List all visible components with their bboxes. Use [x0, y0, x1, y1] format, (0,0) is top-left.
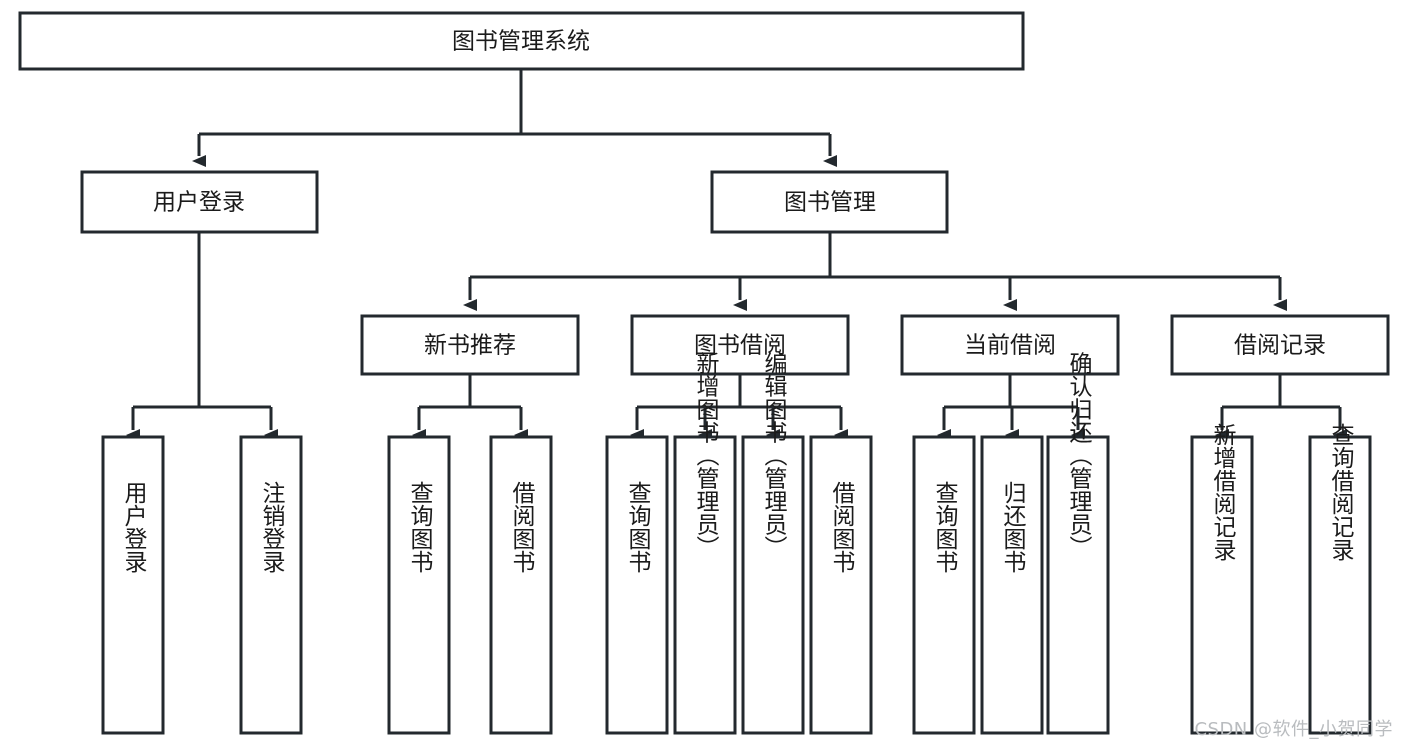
node-user-login[interactable]: 用户登录: [80, 170, 319, 234]
node-leaf-user-login-label: 用户登录: [120, 481, 148, 573]
node-leaf-logout[interactable]: 注销登录: [239, 435, 303, 735]
connector-userlogin-to-leaves: [126, 232, 278, 441]
node-leaf-confirm-return[interactable]: 确认归还（管理员）: [1046, 352, 1110, 735]
node-borrow-record[interactable]: 借阅记录: [1170, 314, 1390, 376]
csdn-watermark: CSDN @软件_小贺同学: [1194, 719, 1393, 740]
node-leaf-query-book-2-label: 查询图书: [624, 481, 652, 573]
node-leaf-add-book-label: 新增图书（管理员）: [692, 352, 720, 559]
node-leaf-borrow-book-2-label: 借阅图书: [828, 481, 856, 573]
node-book-borrow-label: 图书借阅: [694, 333, 786, 359]
connector-currentborrow-to-leaves: [937, 374, 1085, 441]
node-leaf-add-record[interactable]: 新增借阅记录: [1190, 423, 1254, 735]
node-leaf-edit-book-label: 编辑图书（管理员）: [760, 352, 788, 559]
node-book-borrow[interactable]: 图书借阅: [630, 314, 850, 376]
node-leaf-user-login[interactable]: 用户登录: [101, 435, 165, 735]
node-leaf-query-record[interactable]: 查询借阅记录: [1308, 423, 1372, 735]
node-leaf-borrow-book-1-label: 借阅图书: [508, 481, 536, 573]
node-root-label: 图书管理系统: [452, 29, 590, 55]
node-leaf-query-record-label: 查询借阅记录: [1327, 423, 1355, 561]
node-borrow-record-label: 借阅记录: [1234, 333, 1326, 359]
connector-borrowrecord-to-leaves: [1215, 374, 1347, 441]
connector-bookmanage-to-level3: [463, 232, 1287, 311]
connector-root-to-level2: [192, 69, 837, 167]
node-user-login-label: 用户登录: [153, 190, 245, 216]
node-leaf-edit-book[interactable]: 编辑图书（管理员）: [741, 352, 805, 735]
node-current-borrow-label: 当前借阅: [964, 333, 1056, 359]
node-leaf-borrow-book-2[interactable]: 借阅图书: [809, 435, 873, 735]
node-leaf-return-book[interactable]: 归还图书: [980, 435, 1044, 735]
node-leaf-confirm-return-label: 确认归还（管理员）: [1065, 352, 1093, 559]
node-new-book-rec-label: 新书推荐: [424, 333, 516, 359]
node-book-manage[interactable]: 图书管理: [710, 170, 949, 234]
node-leaf-query-book-1[interactable]: 查询图书: [387, 435, 451, 735]
node-leaf-query-book-2[interactable]: 查询图书: [605, 435, 669, 735]
node-leaf-add-record-label: 新增借阅记录: [1209, 423, 1237, 561]
node-leaf-add-book[interactable]: 新增图书（管理员）: [673, 352, 737, 735]
connector-bookborrow-to-leaves: [630, 374, 848, 441]
node-current-borrow[interactable]: 当前借阅: [900, 314, 1120, 376]
node-book-manage-label: 图书管理: [784, 190, 876, 216]
node-root[interactable]: 图书管理系统: [18, 11, 1025, 71]
node-leaf-query-book-3-label: 查询图书: [931, 481, 959, 573]
node-leaf-query-book-1-label: 查询图书: [406, 481, 434, 573]
node-leaf-borrow-book-1[interactable]: 借阅图书: [489, 435, 553, 735]
node-leaf-logout-label: 注销登录: [258, 481, 286, 573]
node-leaf-query-book-3[interactable]: 查询图书: [912, 435, 976, 735]
connector-newbookrec-to-leaves: [412, 374, 528, 441]
node-new-book-rec[interactable]: 新书推荐: [360, 314, 580, 376]
node-leaf-return-book-label: 归还图书: [999, 481, 1027, 573]
